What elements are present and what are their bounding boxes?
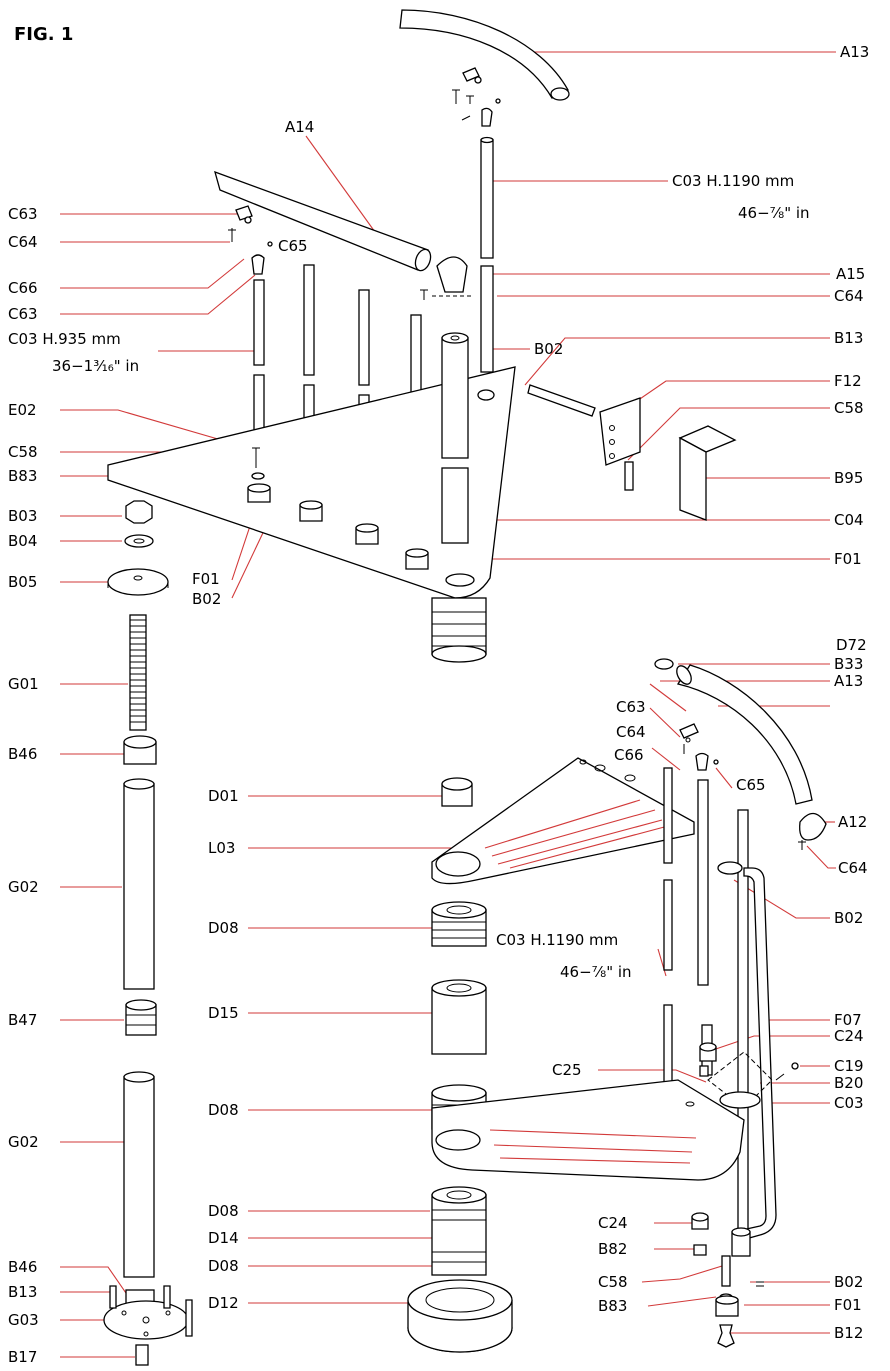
label-C03-mid: C03 H.1190 mm bbox=[496, 931, 618, 949]
label-B83-a: B83 bbox=[8, 467, 37, 485]
label-C03-top: C03 H.1190 mm bbox=[672, 172, 794, 190]
label-D08-a: D08 bbox=[208, 919, 239, 937]
label-C64-d: C64 bbox=[838, 859, 868, 877]
label-C58-a: C58 bbox=[834, 399, 864, 417]
label-C03-left-in: 36−1³⁄₁₆" in bbox=[52, 357, 139, 375]
upper-shelf-assembly bbox=[107, 9, 737, 663]
label-F12: F12 bbox=[834, 372, 862, 390]
label-C65-b: C65 bbox=[736, 776, 766, 794]
label-C03-mid-in: 46−⅞" in bbox=[560, 963, 632, 981]
label-B12: B12 bbox=[834, 1324, 863, 1342]
label-C03-top-in: 46−⅞" in bbox=[738, 204, 810, 222]
label-A13-top: A13 bbox=[840, 43, 869, 61]
label-C24-a: C24 bbox=[834, 1027, 864, 1045]
label-C64-b: C64 bbox=[834, 287, 864, 305]
label-C58-b: C58 bbox=[8, 443, 38, 461]
label-B05: B05 bbox=[8, 573, 37, 591]
label-C58-c: C58 bbox=[598, 1273, 628, 1291]
label-G02-a: G02 bbox=[8, 878, 39, 896]
label-D08-b: D08 bbox=[208, 1101, 239, 1119]
label-B20: B20 bbox=[834, 1074, 863, 1092]
label-B02-d: B02 bbox=[834, 1273, 863, 1291]
label-B82: B82 bbox=[598, 1240, 627, 1258]
label-D12: D12 bbox=[208, 1294, 239, 1312]
label-B33: B33 bbox=[834, 655, 863, 673]
label-C66-b: C66 bbox=[614, 746, 644, 764]
label-G03: G03 bbox=[8, 1311, 39, 1329]
label-B47: B47 bbox=[8, 1011, 37, 1029]
label-C63-b: C63 bbox=[8, 305, 38, 323]
lower-shelf-assembly bbox=[431, 658, 827, 1348]
label-B95: B95 bbox=[834, 469, 863, 487]
label-C24-b: C24 bbox=[598, 1214, 628, 1232]
label-E02: E02 bbox=[8, 401, 37, 419]
label-C25: C25 bbox=[552, 1061, 582, 1079]
label-C03-right: C03 bbox=[834, 1094, 864, 1112]
label-A14: A14 bbox=[285, 118, 314, 136]
base-weight-stack bbox=[407, 777, 513, 1353]
label-B02-b: B02 bbox=[192, 590, 221, 608]
label-G02-b: G02 bbox=[8, 1133, 39, 1151]
label-A12: A12 bbox=[838, 813, 867, 831]
label-C63-a: C63 bbox=[8, 205, 38, 223]
label-B04: B04 bbox=[8, 532, 37, 550]
label-B13-b: B13 bbox=[8, 1283, 37, 1301]
label-C04: C04 bbox=[834, 511, 864, 529]
label-G01: G01 bbox=[8, 675, 39, 693]
label-C64-c: C64 bbox=[616, 723, 646, 741]
label-A13-b: A13 bbox=[834, 672, 863, 690]
figure-title: FIG. 1 bbox=[14, 24, 73, 45]
label-D14: D14 bbox=[208, 1229, 239, 1247]
label-B02-a: B02 bbox=[534, 340, 563, 358]
label-A15: A15 bbox=[836, 265, 865, 283]
label-F01-a: F01 bbox=[192, 570, 220, 588]
label-B46-b: B46 bbox=[8, 1258, 37, 1276]
label-C66-a: C66 bbox=[8, 279, 38, 297]
label-L03: L03 bbox=[208, 839, 235, 857]
label-B13-a: B13 bbox=[834, 329, 863, 347]
label-F01-c: F01 bbox=[834, 1296, 862, 1314]
label-D15: D15 bbox=[208, 1004, 239, 1022]
label-C19: C19 bbox=[834, 1057, 864, 1075]
label-B83-b: B83 bbox=[598, 1297, 627, 1315]
label-D08-c: D08 bbox=[208, 1202, 239, 1220]
label-B03: B03 bbox=[8, 507, 37, 525]
label-D72: D72 bbox=[836, 636, 867, 654]
label-B46-a: B46 bbox=[8, 745, 37, 763]
label-C65-a: C65 bbox=[278, 237, 308, 255]
label-B02-c: B02 bbox=[834, 909, 863, 927]
part-labels: A13 A14 C03 H.1190 mm 46−⅞" in C63 C64 C… bbox=[8, 43, 869, 1366]
label-F01-b: F01 bbox=[834, 550, 862, 568]
center-pole-stack bbox=[103, 500, 193, 1366]
label-C63-c: C63 bbox=[616, 698, 646, 716]
label-D01: D01 bbox=[208, 787, 239, 805]
label-F07: F07 bbox=[834, 1011, 862, 1029]
label-B17: B17 bbox=[8, 1348, 37, 1366]
label-C03-left: C03 H.935 mm bbox=[8, 330, 121, 348]
label-D08-d: D08 bbox=[208, 1257, 239, 1275]
label-C64-a: C64 bbox=[8, 233, 38, 251]
